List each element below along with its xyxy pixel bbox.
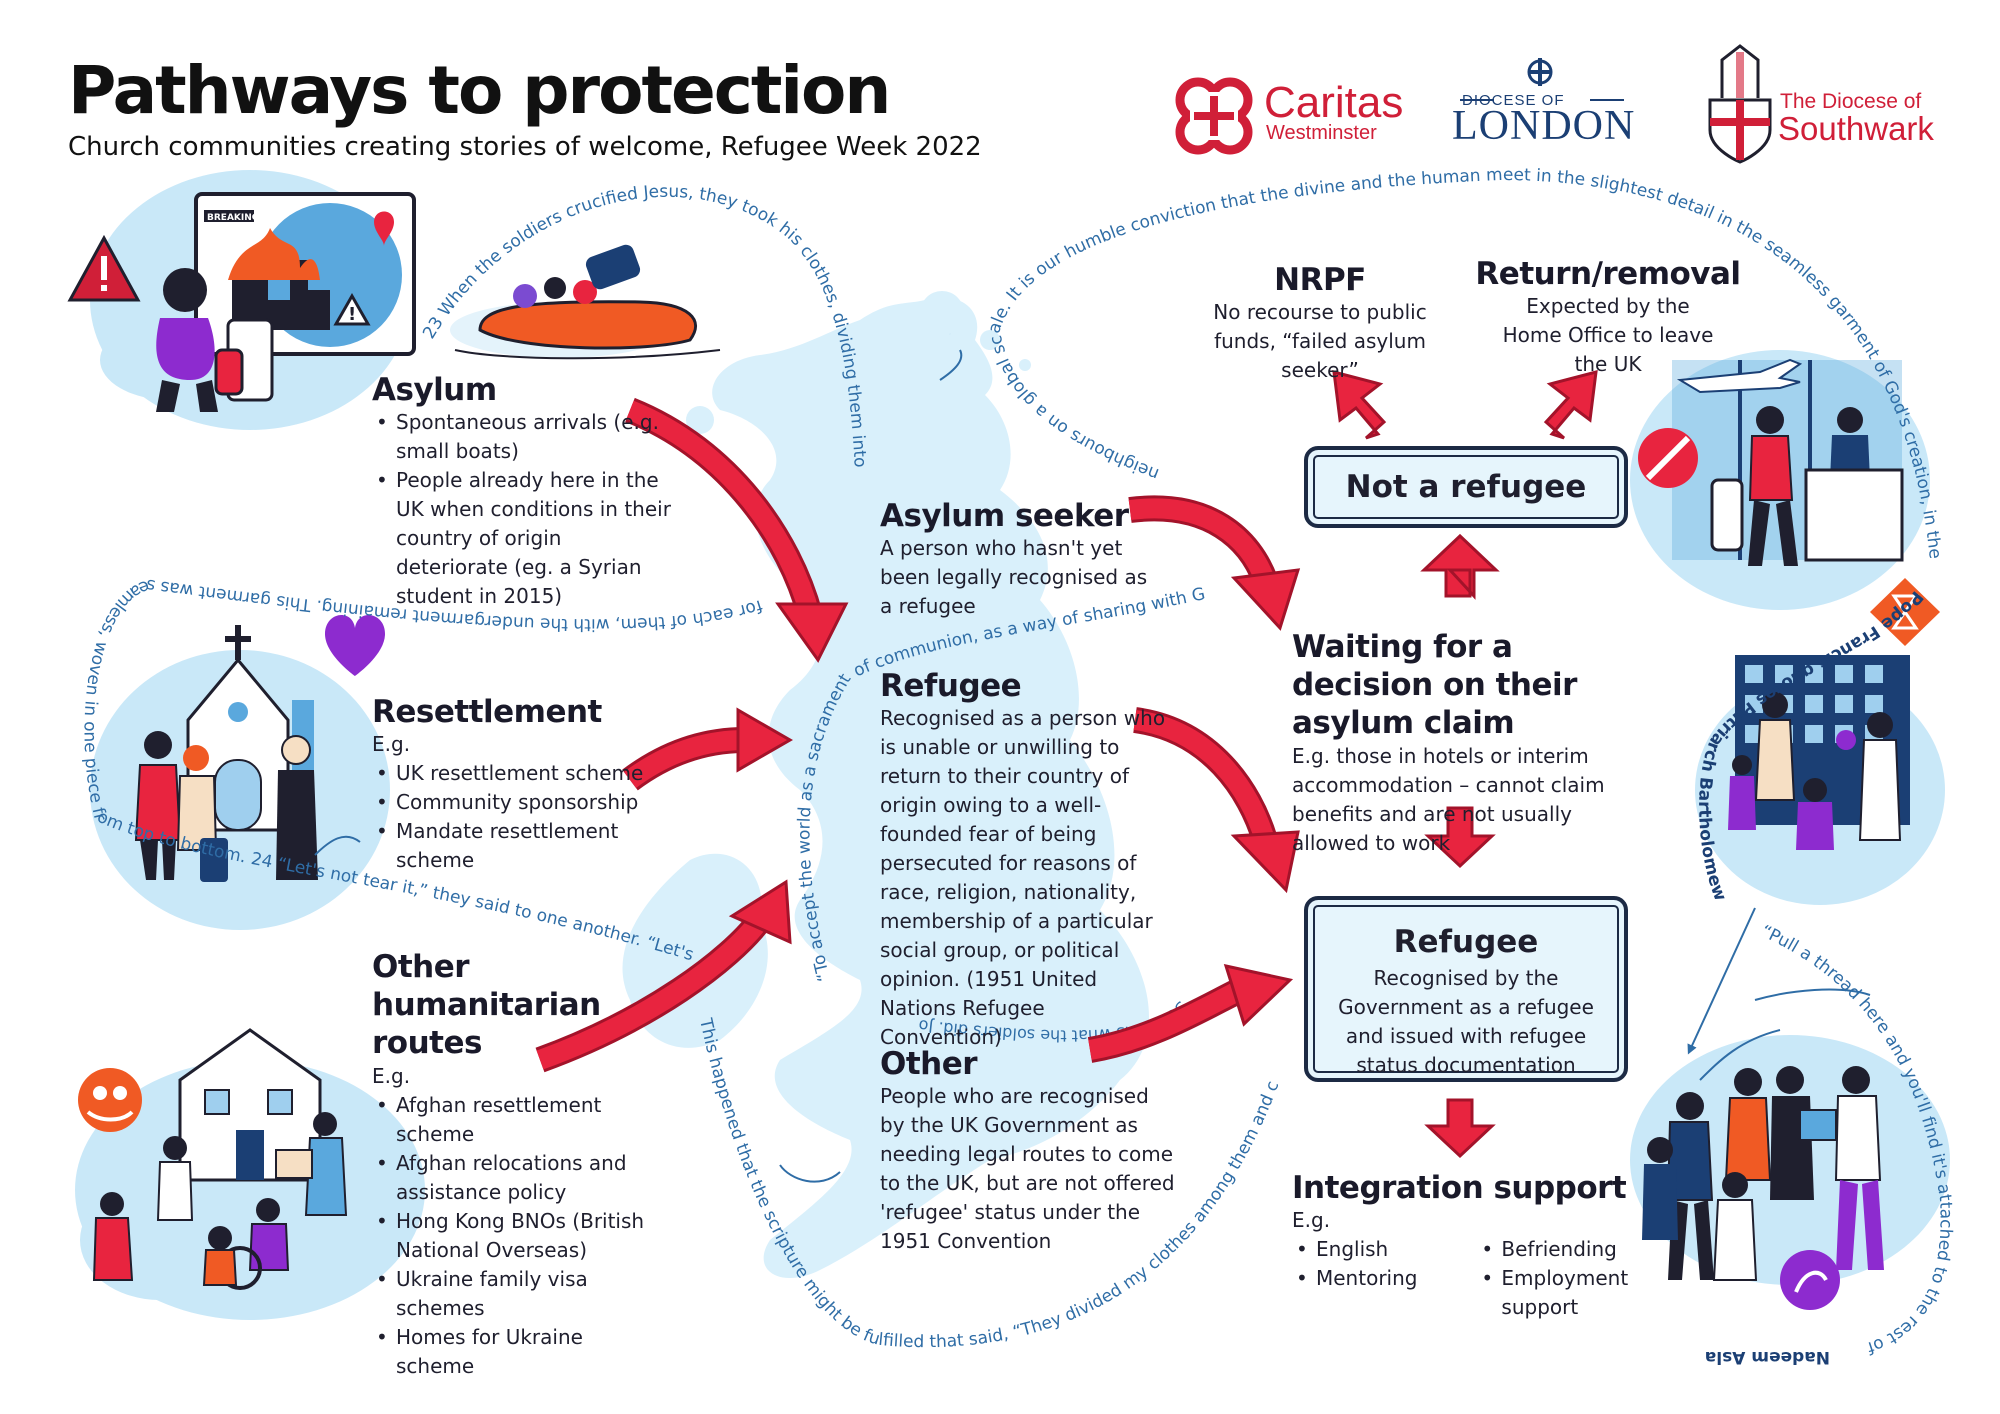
page-title: Pathways to protection xyxy=(68,52,891,129)
list-item: Spontaneous arrivals (e.g. small boats) xyxy=(372,408,672,466)
status-asylum-seeker-text: A person who hasn't yet been legally rec… xyxy=(880,536,1148,618)
integration-list-left: English Mentoring xyxy=(1292,1235,1457,1322)
thread-decorations xyxy=(314,349,1871,1183)
person-crouching-illustration xyxy=(156,268,274,412)
block-arrows xyxy=(1332,369,1598,1159)
refugee-status-box: Refugee Recognised by the Government as … xyxy=(1304,896,1628,1082)
arrow-to-return xyxy=(1543,369,1598,440)
arrow-to-nrpf xyxy=(1332,369,1387,440)
list-item: Mentoring xyxy=(1292,1264,1457,1293)
status-other-heading: Other xyxy=(880,1046,978,1082)
caritas-logo-name: Caritas xyxy=(1264,78,1404,127)
southwark-logo-name: Southwark xyxy=(1778,110,1934,147)
arrow-down-to-integration xyxy=(1424,1098,1496,1159)
boat-illustration xyxy=(454,244,721,360)
breaking-label: BREAKING xyxy=(207,213,259,223)
integration-list-right: Befriending Employment support xyxy=(1477,1235,1672,1322)
route-asylum: Asylum Spontaneous arrivals (e.g. small … xyxy=(372,372,672,611)
route-other-humanitarian-list: Afghan resettlement scheme Afghan reloca… xyxy=(372,1091,664,1381)
route-resettlement-heading: Resettlement xyxy=(372,694,602,730)
heart-hands-icon xyxy=(325,615,385,676)
arrow-down-to-refugee-box xyxy=(1424,806,1496,869)
southwark-logo-pre: The Diocese of xyxy=(1780,90,1922,113)
list-item: Community sponsorship xyxy=(372,788,672,817)
arrow-humanitarian-to-statuses xyxy=(535,879,792,1073)
integration-illustration xyxy=(1642,1066,1884,1310)
svg-text:!: ! xyxy=(348,304,356,325)
outcome-nrpf-text: No recourse to public funds, “failed asy… xyxy=(1213,300,1427,382)
list-item: Befriending xyxy=(1477,1235,1672,1264)
community-hands-icon xyxy=(78,1068,142,1132)
outcome-nrpf-heading: NRPF xyxy=(1274,262,1366,298)
church-illustration xyxy=(134,625,318,882)
route-other-humanitarian-heading: Other humanitarian routes xyxy=(372,949,601,1061)
status-refugee-text: Recognised as a person who is unable or … xyxy=(880,706,1166,1049)
route-other-humanitarian: Other humanitarian routes E.g. Afghan re… xyxy=(372,948,664,1381)
london-logo-name: LONDON xyxy=(1452,103,1636,149)
outcome-waiting-text: E.g. those in hotels or interim accommod… xyxy=(1292,744,1605,855)
london-logo-pre: DIOCESE OF xyxy=(1462,92,1565,109)
list-item: English xyxy=(1292,1235,1457,1264)
list-item: Ukraine family visa schemes xyxy=(372,1265,664,1323)
outcome-nrpf: NRPF No recourse to public funds, “faile… xyxy=(1200,262,1440,385)
list-item: Employment support xyxy=(1477,1264,1672,1322)
outcome-integration-eg: E.g. xyxy=(1292,1208,1331,1232)
list-item: Hong Kong BNOs (British National Oversea… xyxy=(372,1207,664,1265)
route-asylum-list: Spontaneous arrivals (e.g. small boats) … xyxy=(372,408,672,611)
caritas-logo-mark xyxy=(1175,77,1253,155)
outcome-integration: Integration support E.g. English Mentori… xyxy=(1292,1170,1672,1322)
outcome-return-heading: Return/removal xyxy=(1475,256,1741,292)
arrow-other-to-refugee-box xyxy=(1087,963,1294,1063)
status-asylum-seeker-heading: Asylum seeker xyxy=(880,498,1129,534)
status-other-text: People who are recognised by the UK Gove… xyxy=(880,1084,1175,1253)
route-resettlement: Resettlement E.g. UK resettlement scheme… xyxy=(372,694,672,875)
list-item: Mandate resettlement scheme xyxy=(372,817,672,875)
arrow-refugee-to-refugee-box xyxy=(1132,707,1300,894)
route-resettlement-eg: E.g. xyxy=(372,732,411,756)
status-asylum-seeker: Asylum seeker A person who hasn't yet be… xyxy=(880,498,1160,621)
list-item: People already here in the UK when condi… xyxy=(372,466,672,611)
list-item: Afghan resettlement scheme xyxy=(372,1091,664,1149)
airport-illustration xyxy=(1638,358,1904,566)
route-other-humanitarian-eg: E.g. xyxy=(372,1064,411,1088)
arrow-asylum-seeker-to-waiting xyxy=(1128,495,1301,631)
outcome-waiting-heading: Waiting for a decision on their asylum c… xyxy=(1292,629,1577,741)
hourglass-icon xyxy=(1870,578,1940,646)
list-item: Homes for Ukraine scheme xyxy=(372,1323,664,1381)
outcome-return: Return/removal Expected by the Home Offi… xyxy=(1468,256,1748,379)
outcome-return-text: Expected by the Home Office to leave the… xyxy=(1502,294,1714,376)
southwark-shield-mark xyxy=(1708,44,1772,164)
refugee-status-label: Refugee xyxy=(1393,924,1539,960)
caritas-logo-sub: Westminster xyxy=(1266,122,1377,144)
not-refugee-box: Not a refugee xyxy=(1304,446,1628,528)
status-refugee-heading: Refugee xyxy=(880,668,1022,704)
route-resettlement-list: UK resettlement scheme Community sponsor… xyxy=(372,759,672,875)
uk-map-shape xyxy=(712,297,1149,1279)
arrow-up-to-not-refugee xyxy=(1420,533,1500,600)
page-subtitle: Church communities creating stories of w… xyxy=(68,132,982,162)
news-screen-illustration: BREAKING ! xyxy=(194,192,416,356)
outcome-integration-heading: Integration support xyxy=(1292,1170,1627,1206)
list-item: Afghan relocations and assistance policy xyxy=(372,1149,664,1207)
not-refugee-label: Not a refugee xyxy=(1345,469,1587,505)
refugee-status-text: Recognised by the Government as a refuge… xyxy=(1338,966,1594,1077)
london-crest-mark xyxy=(1460,58,1624,101)
route-asylum-heading: Asylum xyxy=(372,372,497,408)
status-refugee: Refugee Recognised as a person who is un… xyxy=(880,668,1170,1052)
status-other: Other People who are recognised by the U… xyxy=(880,1046,1176,1256)
hotel-illustration xyxy=(1728,655,1910,850)
house-community-illustration xyxy=(78,1028,348,1290)
list-item: UK resettlement scheme xyxy=(372,759,672,788)
outcome-waiting: Waiting for a decision on their asylum c… xyxy=(1292,628,1652,858)
helping-hand-icon xyxy=(1780,1250,1840,1310)
